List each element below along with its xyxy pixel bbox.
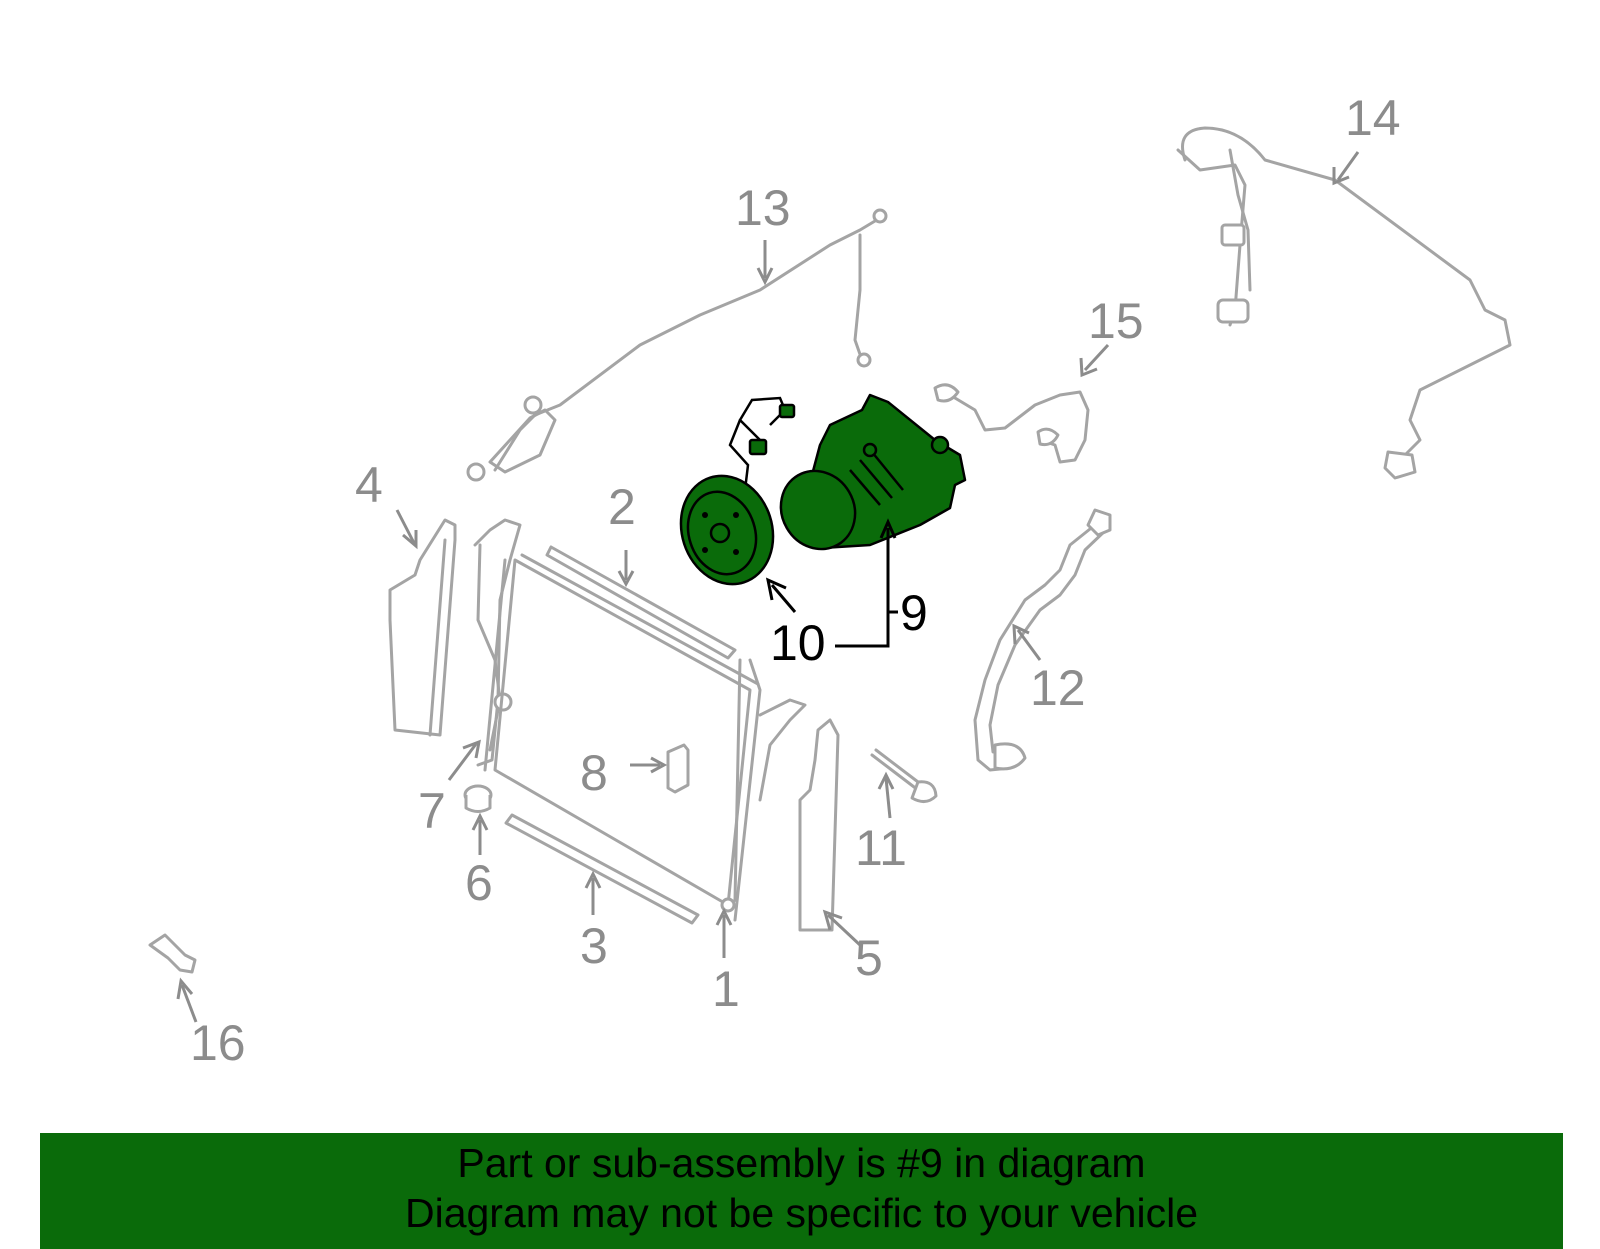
callout-10: 10: [770, 615, 826, 671]
part-14-hose[interactable]: [1176, 126, 1512, 480]
callout-3: 3: [580, 918, 608, 974]
callout-5: 5: [855, 930, 883, 986]
part-15-hose[interactable]: [933, 383, 1090, 464]
callout-13: 13: [735, 180, 791, 236]
leader-lines-highlight: [765, 518, 898, 648]
part-13-hose[interactable]: [466, 208, 888, 482]
part-9-compressor[interactable]: [728, 393, 967, 563]
callout-6: 6: [465, 855, 493, 911]
callout-8: 8: [580, 745, 608, 801]
callout-2: 2: [608, 479, 636, 535]
part-5-air-guide[interactable]: [798, 718, 840, 932]
part-4-air-guide[interactable]: [388, 518, 457, 737]
callout-11: 11: [855, 820, 907, 876]
callout-1: 1: [712, 961, 740, 1017]
callout-4: 4: [355, 457, 383, 513]
banner-line-part-number: Part or sub-assembly is #9 in diagram: [457, 1140, 1146, 1186]
callout-15: 15: [1088, 293, 1144, 349]
part-8-clip[interactable]: [666, 743, 690, 794]
part-11-bolt[interactable]: [870, 748, 938, 803]
part-3-seal[interactable]: [504, 813, 700, 925]
callout-7: 7: [418, 783, 446, 839]
callout-12: 12: [1030, 660, 1086, 716]
callout-16: 16: [190, 1015, 246, 1071]
banner-line-disclaimer: Diagram may not be specific to your vehi…: [404, 1190, 1198, 1236]
parts-diagram: 1 2 3 4 5 6 7 8 9 10 11 12 13 14 15 16: [148, 90, 1512, 1071]
info-banner: Part or sub-assembly is #9 in diagram Di…: [40, 1133, 1563, 1249]
part-1-condenser[interactable]: [483, 553, 807, 922]
part-10-clutch[interactable]: [667, 464, 787, 596]
part-6-grommet[interactable]: [463, 784, 493, 813]
part-2-seal[interactable]: [545, 545, 737, 660]
part-16-switch[interactable]: [148, 933, 197, 974]
part-12-hose[interactable]: [973, 508, 1112, 772]
callout-9: 9: [900, 585, 928, 641]
callout-14: 14: [1345, 90, 1401, 146]
leader-lines: [176, 151, 1360, 1023]
